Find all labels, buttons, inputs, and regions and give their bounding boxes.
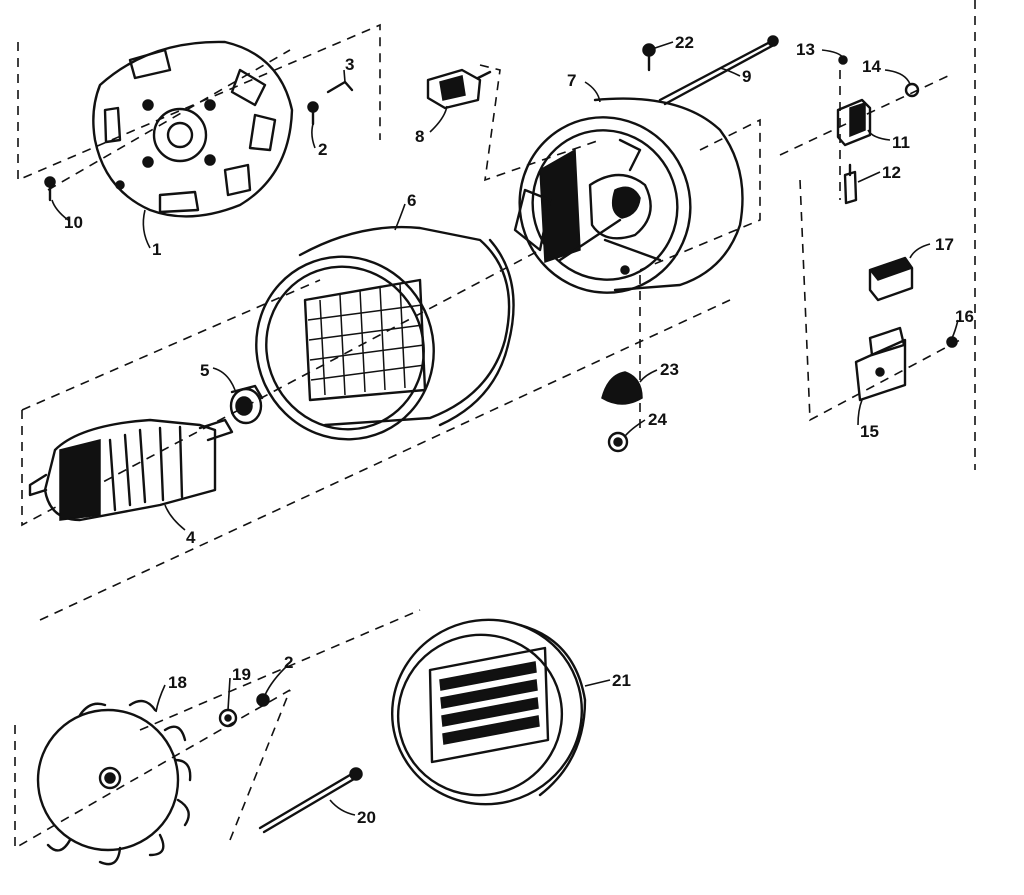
part-4-armature	[28, 418, 234, 522]
part-24-nut	[607, 431, 629, 453]
callout-22: 22	[675, 33, 694, 52]
callout-4: 4	[186, 528, 196, 547]
callout-1: 1	[152, 240, 161, 259]
callout-21: 21	[612, 671, 631, 690]
callout-15: 15	[860, 422, 879, 441]
callout-2-top: 2	[318, 140, 327, 159]
part-8-switch	[426, 68, 492, 110]
callout-18: 18	[168, 673, 187, 692]
callout-19: 19	[232, 665, 251, 684]
callout-20: 20	[357, 808, 376, 827]
callout-7: 7	[567, 71, 576, 90]
assembly-guide-lines	[14, 0, 976, 850]
part-7-frame	[513, 97, 744, 294]
part-23-cone-foot	[601, 371, 643, 405]
callout-10: 10	[64, 213, 83, 232]
callout-17: 17	[935, 235, 954, 254]
callout-23: 23	[660, 360, 679, 379]
callout-labels: 1 2 3 4 5 6 7 8 9 10 11 12 13 14 15 16 1…	[64, 33, 974, 827]
callout-6: 6	[407, 191, 416, 210]
callout-16: 16	[955, 307, 974, 326]
part-16-screw	[946, 336, 958, 348]
callout-12: 12	[882, 163, 901, 182]
part-1-end-bell	[92, 40, 294, 218]
part-6-housing-sleeve	[255, 225, 515, 441]
part-21-end-cap	[390, 618, 587, 806]
callout-5: 5	[200, 361, 209, 380]
part-9-long-screw	[658, 35, 779, 106]
part-11-bracket	[836, 98, 872, 147]
callout-11: 11	[892, 133, 910, 152]
part-14-nut	[904, 82, 920, 98]
callout-14: 14	[862, 57, 881, 76]
part-2-screw-bottom	[256, 693, 270, 707]
part-22-screw	[642, 43, 656, 72]
part-19-washer	[218, 708, 238, 728]
part-12-terminal	[843, 163, 858, 205]
part-3-clip	[326, 80, 354, 94]
part-5-bearing	[229, 384, 264, 425]
callout-2-bottom: 2	[284, 653, 293, 672]
part-18-fan	[36, 699, 192, 866]
callout-3: 3	[345, 55, 354, 74]
part-20-long-screw	[258, 767, 363, 834]
callout-9: 9	[742, 67, 751, 86]
part-10-screw	[44, 176, 56, 202]
callout-8: 8	[415, 127, 424, 146]
callout-24: 24	[648, 410, 667, 429]
part-15-mount-plate	[854, 326, 907, 402]
part-13-screw	[838, 55, 848, 65]
part-2-screw-top	[307, 101, 319, 126]
part-17-capacitor	[868, 256, 914, 302]
callout-13: 13	[796, 40, 815, 59]
leader-lines	[51, 41, 959, 816]
